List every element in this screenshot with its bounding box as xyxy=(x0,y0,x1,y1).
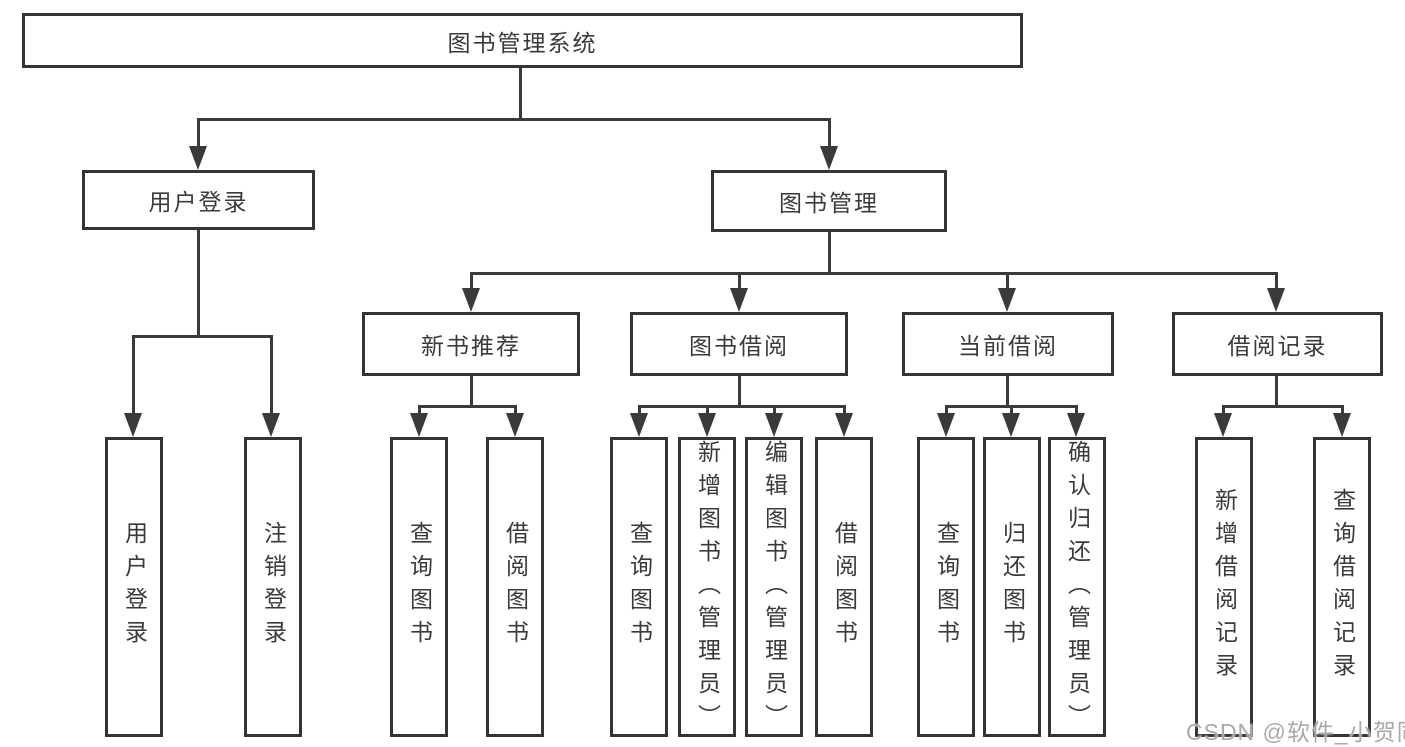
node-label: 借阅图书 xyxy=(831,521,858,653)
node-label: 借阅记录 xyxy=(1227,333,1328,359)
node-label: 借阅图书 xyxy=(502,521,529,653)
connector-line xyxy=(828,232,831,275)
csdn-watermark: CSDN @软件_小贺同学 xyxy=(1186,719,1405,745)
node-label: 查询图书 xyxy=(933,521,960,653)
arrow-down-icon xyxy=(835,413,853,437)
node-label: 编辑图书（管理员） xyxy=(761,440,788,737)
connector-line xyxy=(270,335,273,415)
connector-line xyxy=(843,405,846,417)
connector-line xyxy=(132,335,273,338)
arrow-down-icon xyxy=(820,146,838,170)
arrow-down-icon xyxy=(765,413,783,437)
connector-line xyxy=(1006,376,1009,407)
arrow-down-icon xyxy=(698,413,716,437)
node-new-book-recommend: 新书推荐 xyxy=(362,312,580,376)
connector-line xyxy=(738,376,741,407)
arrow-down-icon xyxy=(462,288,480,312)
connector-line xyxy=(1222,405,1343,408)
node-current-borrowing: 当前借阅 xyxy=(902,312,1114,376)
arrow-down-icon xyxy=(730,288,748,312)
arrow-down-icon xyxy=(1002,413,1020,437)
node-label: 图书管理系统 xyxy=(447,29,598,56)
leaf-query-books-recommend: 查询图书 xyxy=(390,437,448,737)
node-label: 查询借阅记录 xyxy=(1329,488,1356,686)
node-label: 新增借阅记录 xyxy=(1211,488,1238,686)
arrow-down-icon xyxy=(1067,413,1085,437)
leaf-query-books-borrowing: 查询图书 xyxy=(610,437,668,737)
connector-line xyxy=(1275,272,1278,290)
node-label: 归还图书 xyxy=(999,521,1026,653)
leaf-add-borrow-record: 新增借阅记录 xyxy=(1195,437,1253,737)
connector-line xyxy=(470,272,1278,275)
connector-line xyxy=(132,335,135,415)
node-label: 查询图书 xyxy=(626,521,653,653)
connector-line xyxy=(1275,376,1278,407)
connector-line xyxy=(197,230,200,338)
connector-line xyxy=(1341,405,1344,417)
node-borrowing-records: 借阅记录 xyxy=(1172,312,1383,376)
arrow-down-icon xyxy=(998,288,1016,312)
leaf-logout: 注销登录 xyxy=(244,437,302,737)
connector-line xyxy=(519,68,522,118)
arrow-down-icon xyxy=(262,413,280,437)
node-user-login: 用户登录 xyxy=(82,170,315,230)
connector-line xyxy=(945,405,948,417)
arrow-down-icon xyxy=(630,413,648,437)
connector-line xyxy=(1222,405,1225,417)
connector-line xyxy=(828,118,831,148)
arrow-down-icon xyxy=(1333,413,1351,437)
connector-line xyxy=(1006,272,1009,290)
arrow-down-icon xyxy=(124,413,142,437)
node-label: 图书管理 xyxy=(779,190,879,216)
connector-line xyxy=(738,272,741,290)
node-label: 用户登录 xyxy=(148,189,249,215)
node-label: 新增图书（管理员） xyxy=(694,440,721,737)
node-label: 新书推荐 xyxy=(421,333,521,359)
leaf-query-borrow-record: 查询借阅记录 xyxy=(1313,437,1371,737)
leaf-borrow-books: 借阅图书 xyxy=(815,437,873,737)
node-book-management: 图书管理 xyxy=(711,170,947,232)
arrow-down-icon xyxy=(410,413,428,437)
connector-line xyxy=(1075,405,1078,417)
connector-line xyxy=(514,405,517,417)
node-label: 当前借阅 xyxy=(958,333,1058,359)
leaf-edit-books-admin: 编辑图书（管理员） xyxy=(745,437,803,737)
connector-line xyxy=(706,405,709,417)
node-label: 注销登录 xyxy=(260,521,287,653)
connector-line xyxy=(638,405,845,408)
node-label: 用户登录 xyxy=(121,521,148,653)
node-library-management-system: 图书管理系统 xyxy=(22,13,1023,68)
connector-line xyxy=(418,405,421,417)
connector-line xyxy=(470,272,473,290)
connector-line xyxy=(418,405,517,408)
arrow-down-icon xyxy=(1214,413,1232,437)
node-label: 查询图书 xyxy=(406,521,433,653)
connector-line xyxy=(1010,405,1013,417)
arrow-down-icon xyxy=(506,413,524,437)
connector-line xyxy=(470,376,473,407)
leaf-add-books-admin: 新增图书（管理员） xyxy=(678,437,736,737)
connector-line xyxy=(197,118,200,148)
arrow-down-icon xyxy=(189,146,207,170)
connector-line xyxy=(773,405,776,417)
leaf-confirm-return-admin: 确认归还（管理员） xyxy=(1048,437,1106,737)
leaf-user-login: 用户登录 xyxy=(105,437,163,737)
connector-line xyxy=(638,405,641,417)
leaf-return-books: 归还图书 xyxy=(983,437,1041,737)
arrow-down-icon xyxy=(1267,288,1285,312)
node-label: 确认归还（管理员） xyxy=(1064,440,1091,737)
node-book-borrowing: 图书借阅 xyxy=(630,312,848,376)
connector-line xyxy=(197,118,831,121)
leaf-query-books-current: 查询图书 xyxy=(917,437,975,737)
leaf-borrow-books-recommend: 借阅图书 xyxy=(486,437,544,737)
arrow-down-icon xyxy=(937,413,955,437)
node-label: 图书借阅 xyxy=(689,333,789,359)
